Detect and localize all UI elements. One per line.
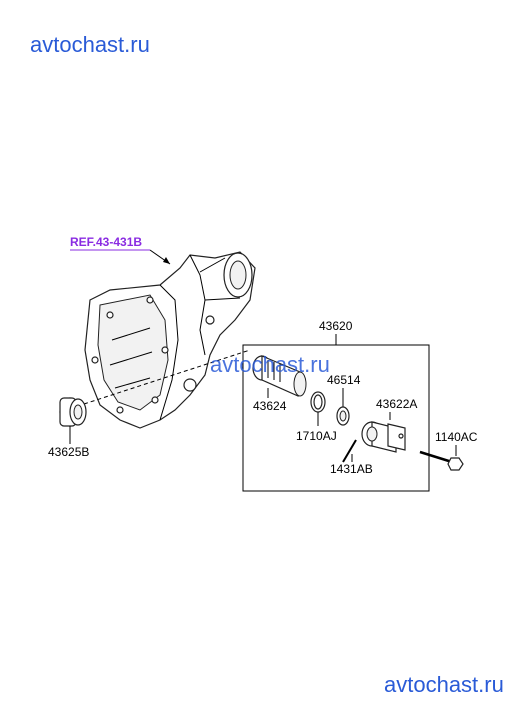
reference-label[interactable]: REF.43-431B — [70, 235, 142, 249]
transmission-housing — [84, 251, 256, 429]
part-46514-seal-inner — [339, 410, 347, 422]
part-43622A-sleeve — [361, 421, 406, 453]
part-label-1140AC[interactable]: 1140AC — [435, 430, 478, 444]
watermark-bottom: avtochast.ru — [384, 672, 504, 697]
assembly-axis — [83, 349, 251, 405]
part-label-1431AB[interactable]: 1431AB — [330, 462, 373, 476]
watermark-middle: avtochast.ru — [210, 352, 330, 377]
reference-arrowhead — [163, 257, 170, 264]
assembly-box-43620 — [242, 344, 430, 492]
part-1710AJ-o-ring-inner — [313, 394, 323, 410]
watermark-top: avtochast.ru — [30, 32, 150, 57]
part-label-46514[interactable]: 46514 — [327, 373, 361, 387]
part-label-43620[interactable]: 43620 — [319, 319, 353, 333]
part-1140AC-bolt — [419, 450, 464, 471]
part-label-43622A[interactable]: 43622A — [376, 397, 417, 411]
part-label-1710AJ[interactable]: 1710AJ — [296, 429, 337, 443]
part-1431AB-pin — [342, 439, 357, 463]
part-label-43624[interactable]: 43624 — [253, 399, 287, 413]
part-43624-shaft — [252, 355, 307, 397]
part-43625B-plug — [59, 397, 87, 427]
part-label-43625B[interactable]: 43625B — [48, 445, 89, 459]
